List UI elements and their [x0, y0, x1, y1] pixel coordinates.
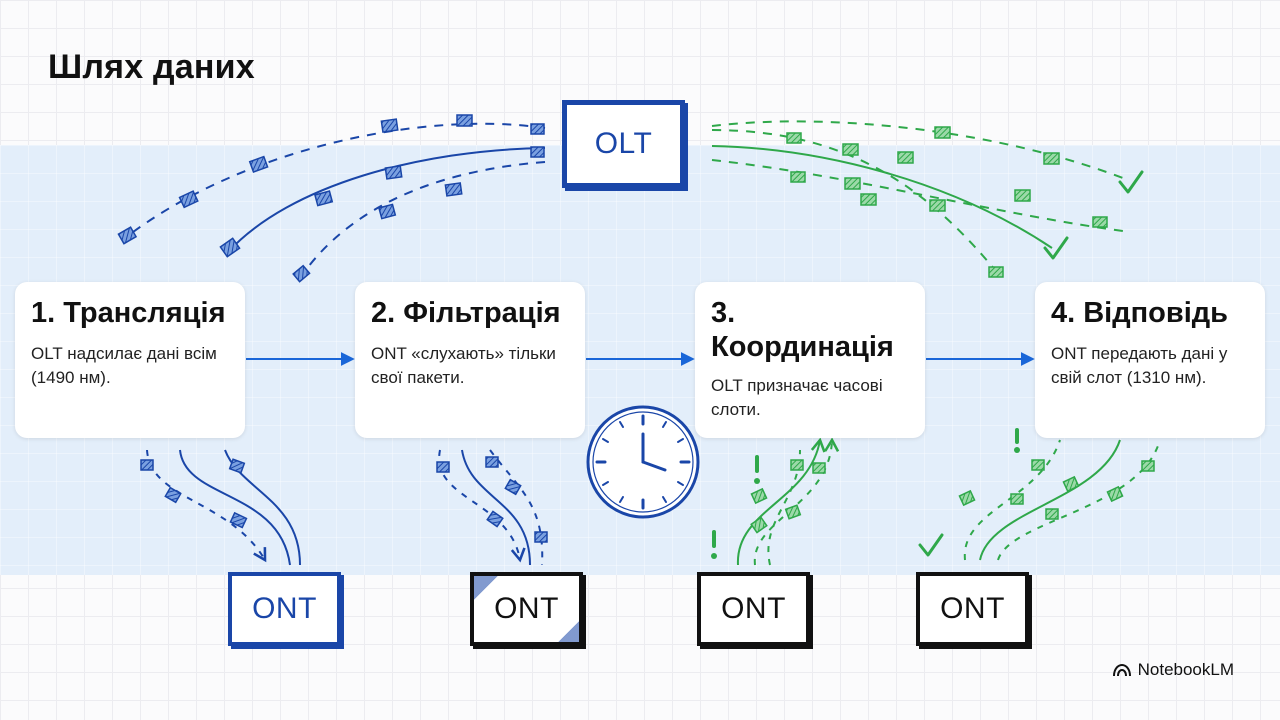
olt-box: OLT	[562, 100, 685, 188]
coordination-packets	[750, 459, 826, 534]
ont-box-4: ONT	[916, 572, 1029, 646]
step-card-coordination: 3. Координація OLT призначає часові слот…	[695, 282, 925, 438]
olt-label: OLT	[594, 127, 653, 160]
downstream-curves	[124, 122, 546, 279]
notebooklm-logo-icon	[1112, 663, 1131, 677]
ont-box-2: ONT	[470, 572, 583, 646]
step-title: 4. Відповідь	[1051, 297, 1229, 329]
brand-watermark: NotebookLM	[1112, 660, 1234, 680]
ont-box-1: ONT	[228, 572, 341, 646]
response-packets	[958, 459, 1155, 520]
ont-label: ONT	[721, 592, 786, 625]
exclamation-icon	[711, 428, 1020, 559]
response-lines	[963, 439, 1161, 561]
step-title: 3. Координація	[711, 297, 894, 364]
page-title: Шлях даних	[48, 48, 255, 86]
step-title: 1. Трансляція	[31, 297, 226, 329]
check-icon	[918, 170, 1144, 557]
broadcast-packets	[140, 458, 248, 529]
coordination-lines	[736, 437, 840, 566]
filter-packets	[436, 456, 548, 543]
ont-label: ONT	[940, 592, 1005, 625]
downstream-packets	[117, 114, 545, 283]
brand-name: NotebookLM	[1137, 660, 1234, 679]
step-card-filtering: 2. Фільтрація ONT «слухають» тільки свої…	[355, 282, 585, 438]
ont-label: ONT	[494, 592, 559, 625]
clock-icon	[586, 405, 700, 519]
ont-box-3: ONT	[697, 572, 810, 646]
step-description: OLT надсилає дані всім (1490 нм).	[31, 344, 217, 388]
step-title: 2. Фільтрація	[371, 297, 561, 329]
step-description: OLT призначає часові слоти.	[711, 376, 883, 420]
step-description: ONT «слухають» тільки свої пакети.	[371, 344, 556, 388]
step-card-broadcast: 1. Трансляція OLT надсилає дані всім (14…	[15, 282, 245, 438]
upstream-curves	[711, 120, 1131, 277]
upstream-packets	[786, 126, 1108, 278]
step-description: ONT передають дані у свій слот (1310 нм)…	[1051, 344, 1228, 388]
step-card-response: 4. Відповідь ONT передають дані у свій с…	[1035, 282, 1265, 438]
ont-label: ONT	[252, 592, 317, 625]
broadcast-lines	[146, 449, 301, 566]
